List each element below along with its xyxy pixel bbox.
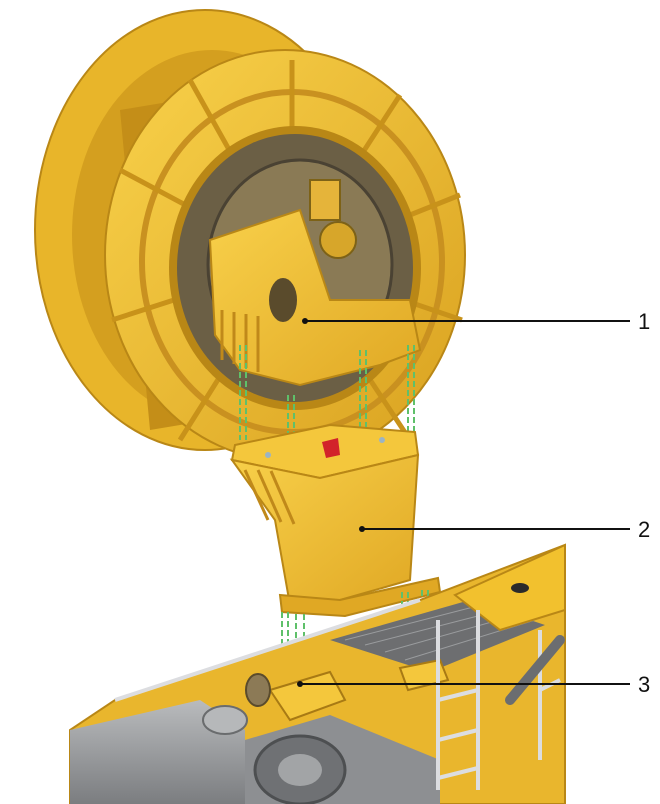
deck-winch-drum-core: [278, 754, 322, 786]
reel-hub-shaft: [319, 221, 357, 259]
lower-bracket-bolt: [379, 437, 385, 443]
callout-2: 2: [359, 517, 650, 542]
upper-bracket: [208, 208, 422, 387]
callout-2-dot: [359, 526, 365, 532]
deck-hatch: [511, 583, 529, 593]
upper-bracket-hole: [269, 278, 297, 322]
callout-1-number: 1: [638, 309, 650, 334]
lower-bracket-red-fitting: [322, 438, 340, 458]
deck-diagonal-pipe: [505, 635, 565, 705]
callout-1: 1: [302, 309, 650, 334]
upper-bracket-ribs: [220, 310, 260, 372]
lower-bracket: [229, 423, 442, 618]
machine-deck: [69, 543, 566, 804]
callout-1-dot: [302, 318, 308, 324]
deck-machinery-housing: [70, 700, 245, 804]
callout-3: 3: [297, 672, 650, 697]
upper-bracket-body: [208, 208, 422, 387]
callout-2-number: 2: [638, 517, 650, 542]
reel-hub-coupling: [309, 179, 341, 221]
lower-bracket-body: [229, 453, 420, 607]
lower-bracket-bolt: [265, 452, 271, 458]
deck-upper-platform: [453, 543, 566, 632]
deck-handrail: [114, 598, 561, 790]
lower-bracket-ribs: [243, 469, 296, 525]
deck-pump: [202, 705, 248, 735]
deck-fan: [245, 673, 271, 707]
callout-3-number: 3: [638, 672, 650, 697]
callout-3-dot: [297, 681, 303, 687]
